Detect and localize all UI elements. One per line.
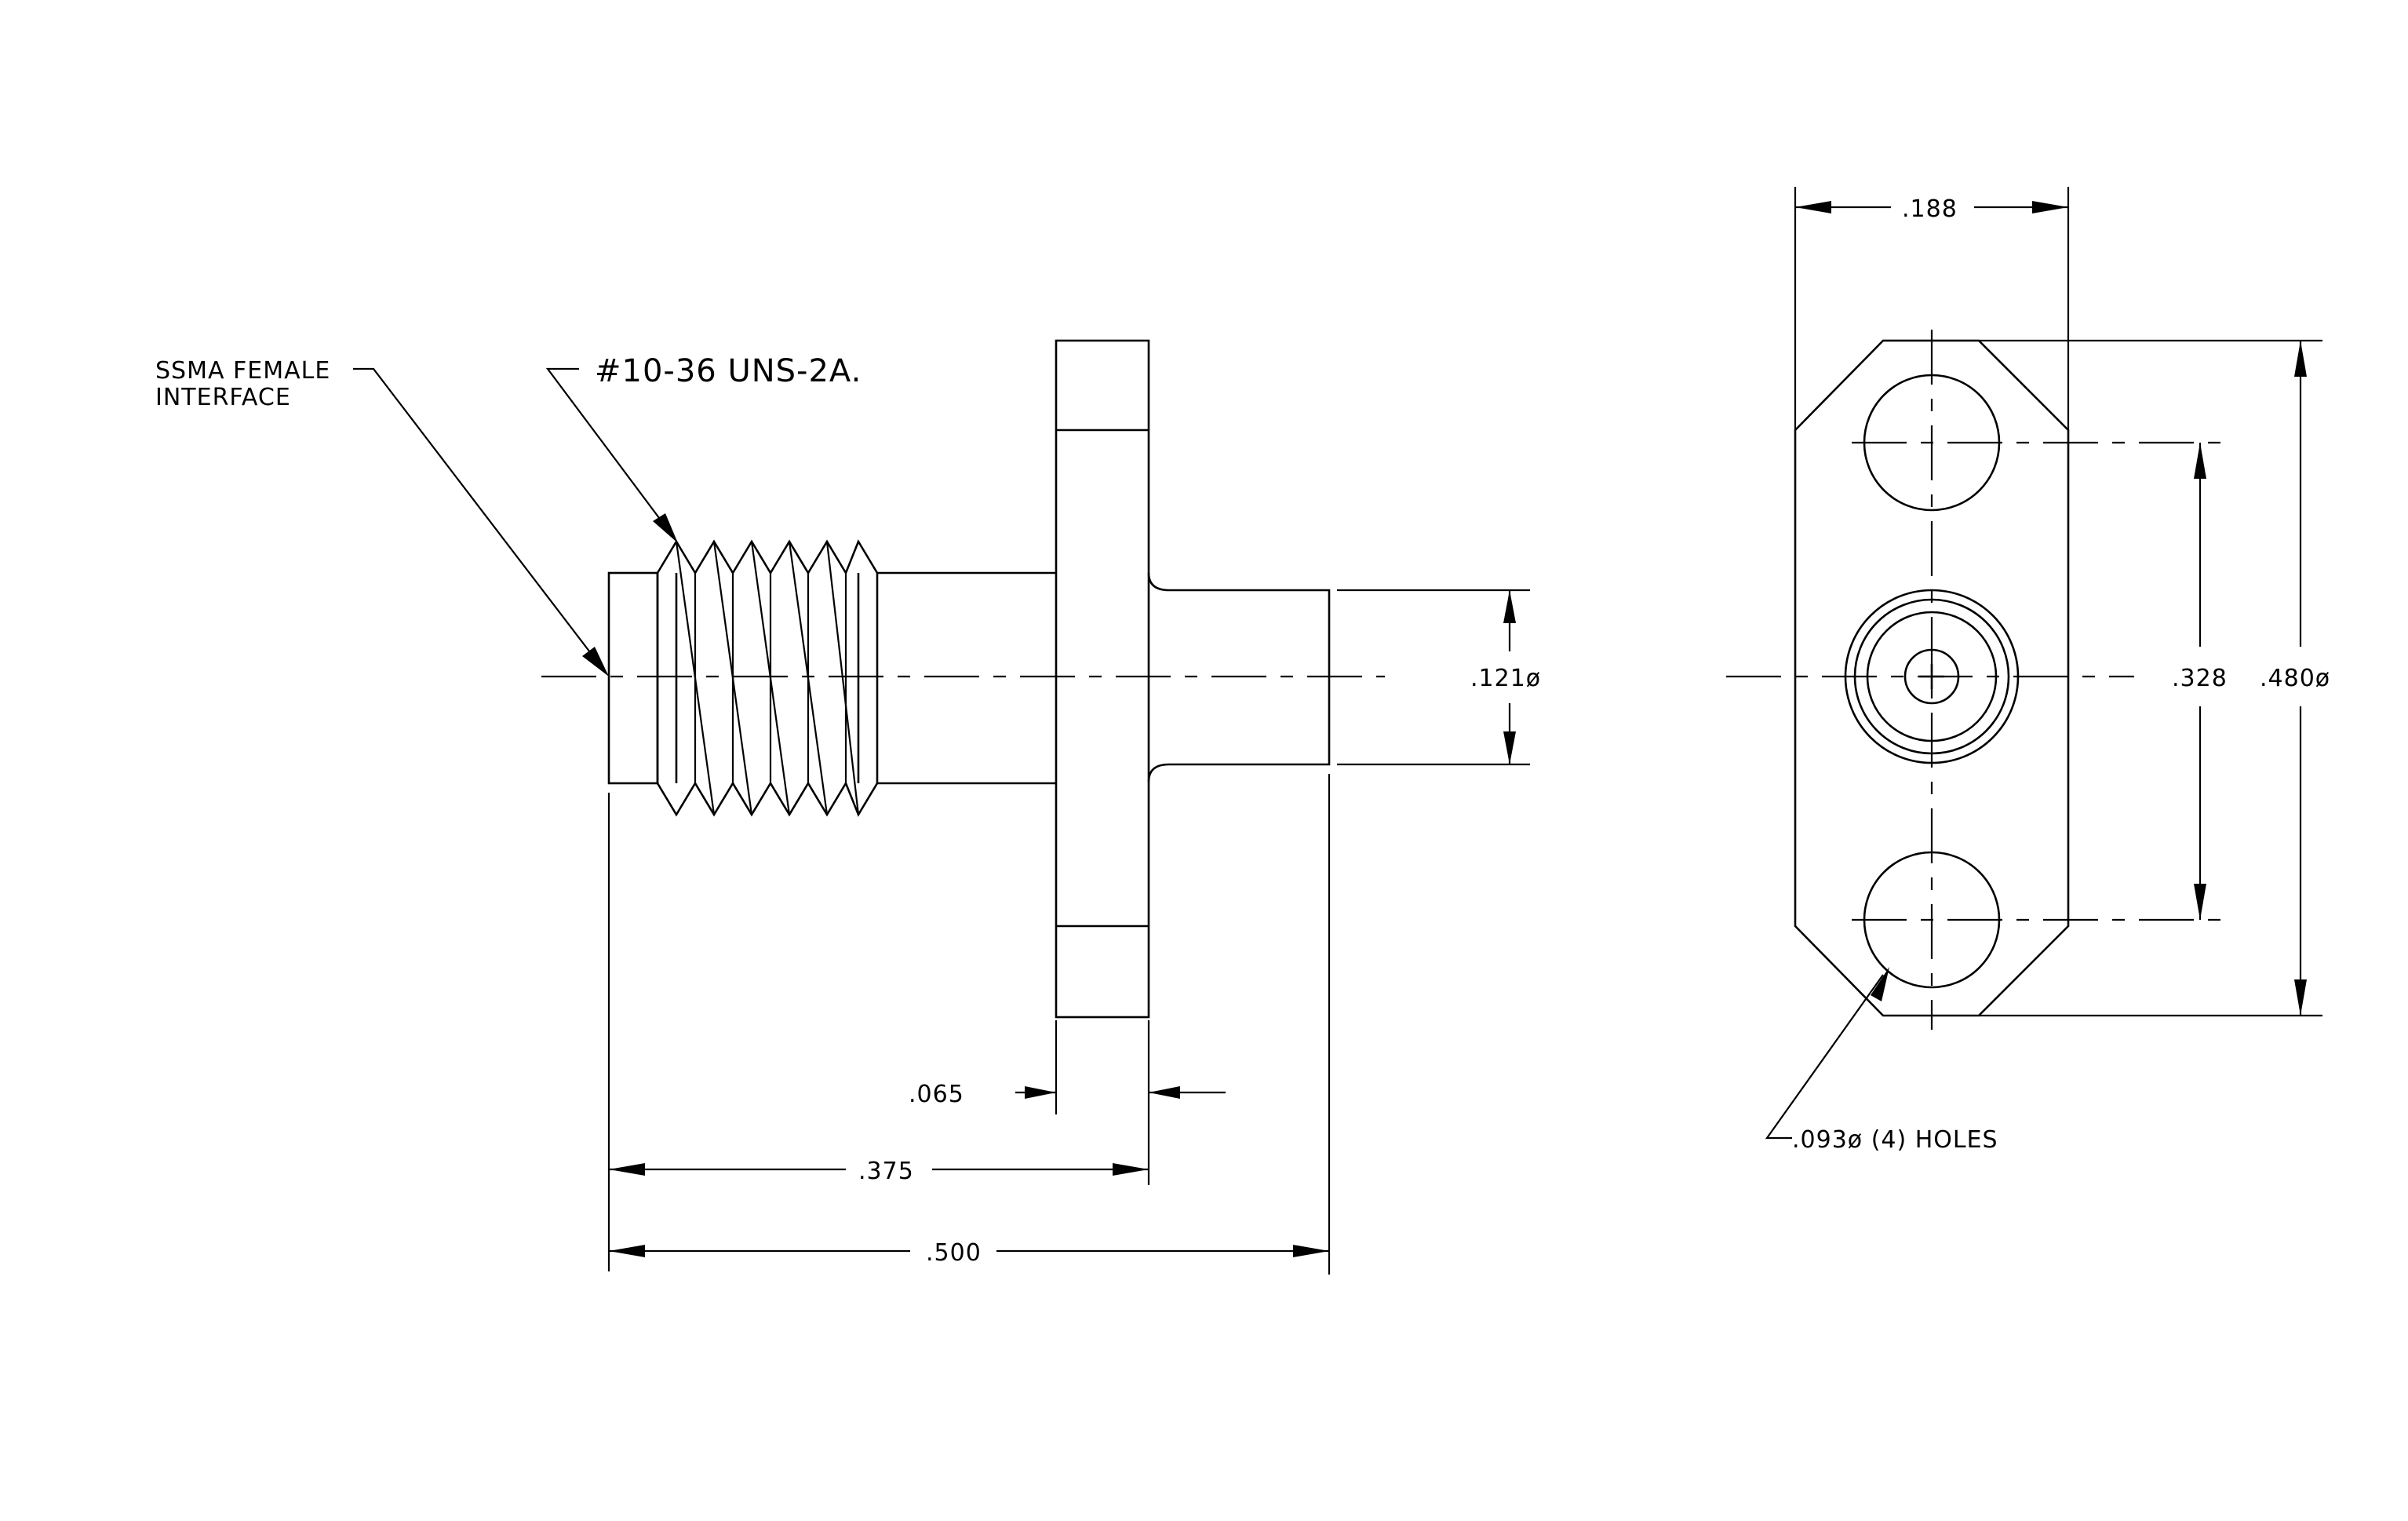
front-collar — [607, 571, 659, 785]
dim-flange-thickness — [1015, 1020, 1226, 1185]
thread-label: #10-36 UNS-2A. — [595, 353, 862, 389]
mounting-hole-top — [1852, 374, 2231, 512]
interface-label-line1: SSMA FEMALE — [155, 357, 330, 385]
dim-flange-position-label: .375 — [858, 1158, 914, 1185]
flange — [1055, 339, 1150, 1019]
interface-label-line2: INTERFACE — [155, 384, 291, 411]
dim-flange-width-label: .188 — [1902, 195, 1958, 223]
rear-pin — [1147, 572, 1331, 782]
dim-overall-length — [609, 774, 1331, 1275]
mounting-hole-bottom — [1852, 851, 2231, 989]
dim-pin-diameter — [1337, 589, 1530, 766]
thread-section — [656, 539, 879, 817]
thread-callout — [545, 367, 678, 543]
dim-pin-diameter-label: .121ø — [1470, 665, 1541, 692]
dim-overall-length-label: .500 — [926, 1239, 982, 1267]
center-interface — [1844, 589, 2020, 764]
connector-body — [877, 571, 1056, 785]
holes-callout — [1765, 967, 1889, 1140]
dim-flange-width — [1794, 187, 2070, 430]
holes-label: .093ø (4) HOLES — [1792, 1126, 1998, 1154]
interface-callout — [353, 367, 609, 677]
dim-hole-spacing-label: .328 — [2172, 665, 2228, 692]
dim-hole-spacing — [2194, 443, 2206, 920]
dim-flange-height — [1979, 339, 2322, 1017]
dim-flange-position — [607, 793, 1149, 1271]
dim-flange-thickness-label: .065 — [909, 1081, 964, 1108]
end-view: .188 .328 .480ø .093ø (4) HOLES — [1726, 187, 2330, 1154]
dim-flange-height-label: .480ø — [2260, 665, 2330, 692]
side-view: SSMA FEMALE INTERFACE #10-36 UNS-2A. .06… — [155, 339, 1541, 1275]
